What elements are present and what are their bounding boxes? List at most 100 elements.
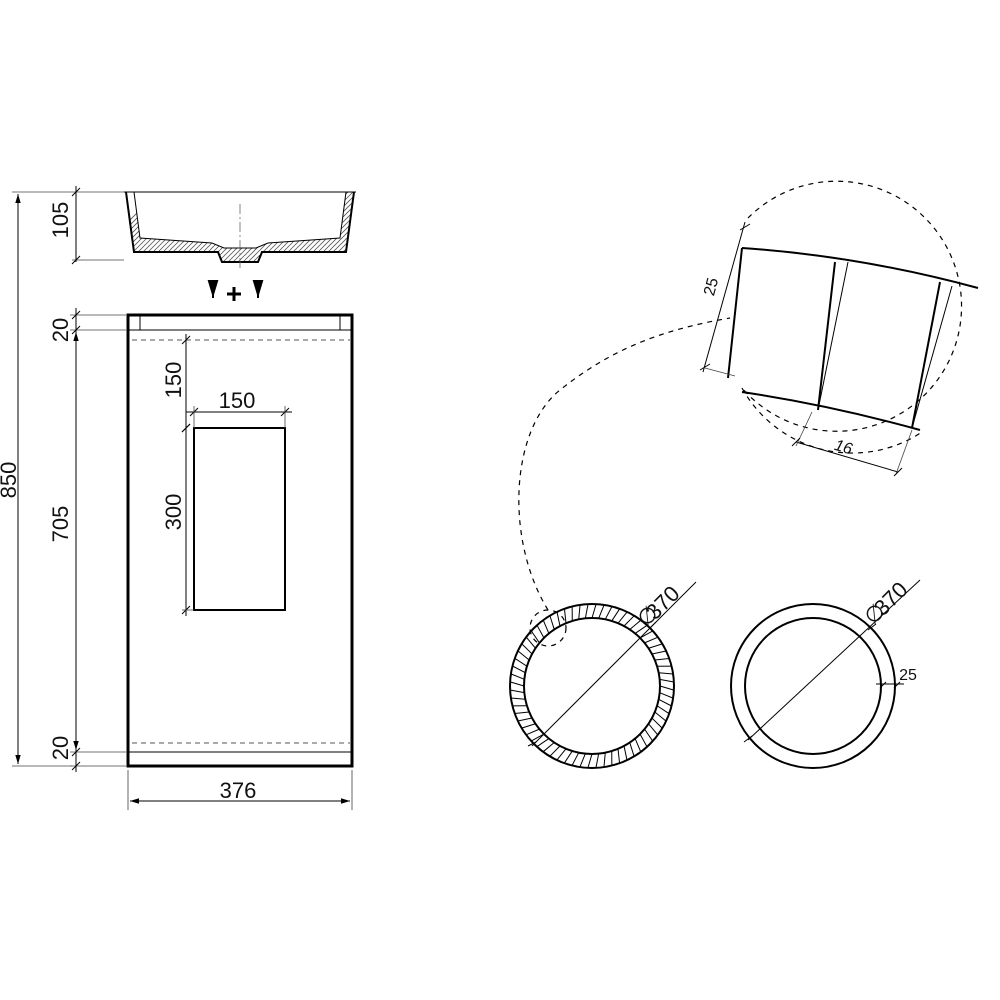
rib-line (629, 619, 642, 630)
hatch-line (164, 192, 246, 262)
rib-line (656, 705, 670, 715)
rib-line (651, 717, 663, 729)
rib-line (521, 643, 533, 655)
hatch-line (329, 192, 354, 262)
hatch-line (189, 192, 271, 262)
rib-line (629, 742, 635, 757)
rib-detail: 25 16 (518, 180, 979, 647)
hatch-line (184, 192, 266, 262)
hatch-line (259, 192, 341, 262)
hatch-line (400, 190, 480, 270)
hatch-line (174, 192, 256, 262)
hatch-line (154, 192, 236, 262)
rib-line (634, 624, 648, 634)
hatch-line (355, 190, 435, 270)
rib-line (556, 748, 567, 761)
hatch-line (126, 192, 166, 262)
hatch-line (365, 190, 445, 270)
hatch-line (204, 192, 286, 262)
hatch-line (139, 192, 221, 262)
rib-line (623, 615, 635, 627)
dim-width: 376 (220, 778, 257, 803)
rib-line (587, 753, 593, 769)
hatch-line (144, 192, 226, 262)
hatch-line (410, 190, 490, 270)
rib-line (542, 619, 550, 634)
hatch-line (159, 192, 241, 262)
rib-line (517, 717, 533, 722)
hatch-line (249, 192, 331, 262)
rib-line (617, 748, 621, 764)
hatch-line (380, 190, 460, 270)
rib-line (659, 678, 674, 683)
rib-line (549, 615, 555, 630)
rib-line (510, 673, 525, 680)
rib-line (658, 698, 672, 707)
dim-body-height: 705 (48, 506, 73, 543)
hatch-line (129, 192, 211, 262)
hatch-line (169, 192, 251, 262)
rib-line (644, 728, 654, 742)
hatch-line (294, 192, 354, 262)
dim-bottom-band: 20 (48, 736, 73, 760)
rib-line (654, 657, 670, 661)
hatch-line (309, 192, 354, 262)
rib-line (510, 689, 525, 694)
hatch-line (405, 190, 485, 270)
hatch-line (126, 192, 186, 262)
rib-line (591, 603, 597, 619)
hatch-line (126, 192, 171, 262)
dim-rib-pitch: 16 (832, 437, 854, 458)
rib-line (510, 697, 526, 700)
rib-line (598, 604, 605, 619)
hatch-line (375, 190, 455, 270)
hatch-line (349, 192, 354, 262)
rib-line (536, 624, 545, 639)
hatch-line (134, 192, 216, 262)
hatch-line (229, 192, 311, 262)
hatch-line (149, 192, 231, 262)
dim-basin-height: 105 (48, 202, 73, 239)
pedestal-front-view (126, 313, 354, 768)
hatch-line (299, 192, 354, 262)
hatch-line (289, 192, 354, 262)
rib-line (556, 611, 561, 627)
rib-line (617, 611, 628, 624)
ribbed-section: 370 ∅ (509, 581, 697, 769)
hatch-line (314, 192, 354, 262)
rib-line (530, 630, 540, 644)
rib-line (549, 745, 561, 757)
rib-line (651, 650, 667, 655)
dim-rib-depth: 25 (701, 276, 722, 298)
rib-line (603, 752, 606, 768)
rib-line (623, 745, 628, 761)
rib-line (579, 753, 586, 768)
hatch-line (395, 190, 475, 270)
rib-line (536, 738, 550, 748)
dim-opening-height: 300 (161, 494, 186, 531)
rib-line (611, 608, 621, 622)
rib-line (654, 711, 667, 722)
front-dimensions: 850 105 20 705 20 376 150 (0, 186, 353, 810)
hatch-line (344, 192, 354, 262)
rib-line (525, 636, 536, 649)
rib-line (517, 650, 530, 661)
hatch-line (244, 192, 326, 262)
hatch-line (126, 192, 181, 262)
rib-line (659, 685, 675, 691)
rib-line (563, 750, 573, 764)
rib-line (639, 630, 654, 639)
hatch-line (385, 190, 465, 270)
rib-line (584, 604, 589, 619)
dim-opening-width: 150 (219, 388, 256, 413)
plain-section: 370 ∅ 25 (730, 577, 921, 769)
rib-line (509, 681, 525, 687)
rib-line (512, 665, 526, 674)
assembly-indicator (207, 280, 264, 301)
rib-line (634, 738, 642, 753)
rib-line (659, 692, 674, 699)
hatch-line (264, 192, 346, 262)
dim-opening-offset: 150 (161, 362, 186, 399)
hatch-line (126, 192, 206, 262)
hatch-line (274, 192, 354, 262)
